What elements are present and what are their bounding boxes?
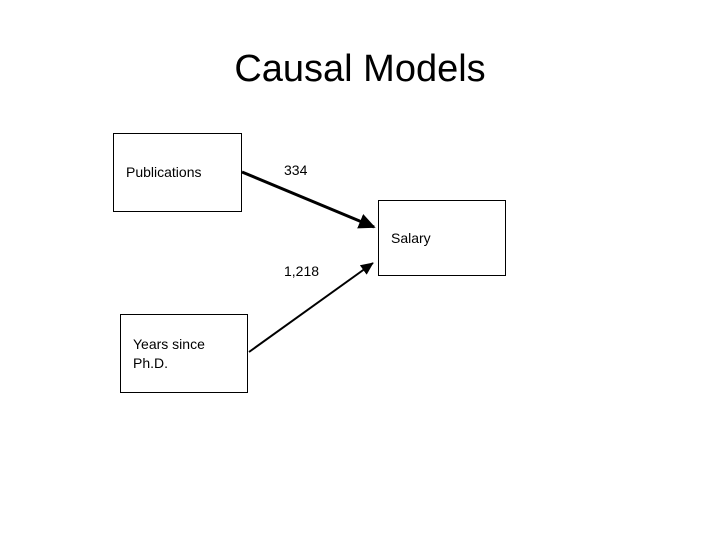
edge-publications-to-salary xyxy=(241,170,376,229)
node-salary[interactable]: Salary xyxy=(378,200,506,276)
node-publications-label: Publications xyxy=(126,164,202,180)
edge-label-years-since-phd-to-salary: 1,218 xyxy=(284,263,320,279)
page-title: Causal Models xyxy=(234,48,486,90)
node-salary-label: Salary xyxy=(391,229,431,246)
node-years-since-phd-label: Years since Ph.D. xyxy=(133,335,205,371)
node-years-since-phd[interactable]: Years since Ph.D. xyxy=(120,314,248,393)
edge-label-publications-to-salary: 334 xyxy=(284,162,308,178)
node-publications[interactable]: Publications xyxy=(113,133,242,212)
